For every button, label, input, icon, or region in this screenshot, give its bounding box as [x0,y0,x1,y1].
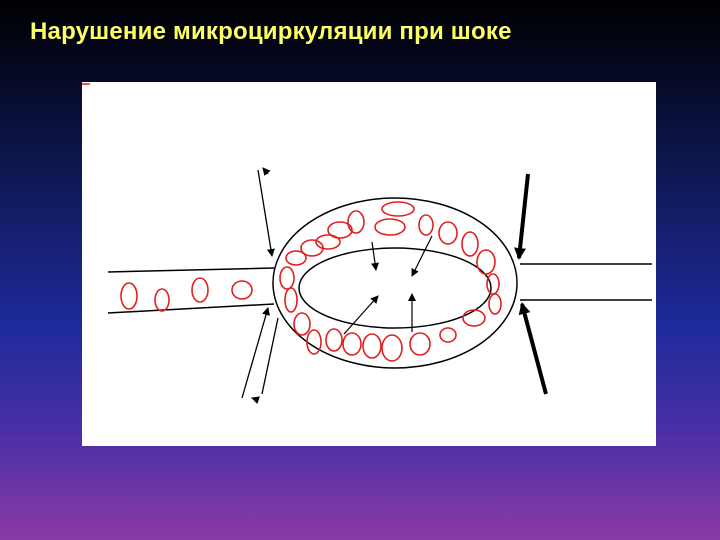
rbc-inflow-4 [231,280,253,300]
rbc-ring-top-10 [461,231,479,257]
rbc-inflow-3 [191,277,209,303]
rbc-ring-top-2 [374,218,406,236]
rbc-ring-left-4 [306,329,322,355]
diagram-panel [82,82,656,446]
rbc-ring-bottom-1 [325,328,343,352]
slide-title: Нарушение микроциркуляции при шоке [30,18,512,45]
rbc-inflow-1 [120,282,138,310]
microcirculation-diagram [82,83,652,405]
rbc-ring-top-5 [315,234,341,250]
rbc-ring-bottom-4 [381,334,403,362]
rbc-ring-bottom-6 [439,327,457,343]
rbc-ring-top-9 [438,221,458,245]
rbc-ring-left-2 [284,287,298,313]
rbc-ring-top-6 [300,239,324,257]
red-blood-cells [120,201,502,362]
outflow-vessel [520,263,652,301]
rbc-ring-bottom-2 [342,332,362,356]
rbc-ring-bottom-3 [362,333,382,359]
rbc-ring-bottom-5 [409,332,431,356]
inflow-vessel [107,267,275,314]
thick-arrows-right [514,173,548,395]
rbc-ring-top-8 [418,214,434,236]
rbc-ring-top-4 [327,221,353,239]
rbc-ring-left-1 [279,266,295,290]
thin-arrows-left [241,167,279,405]
rbc-ring-top-11 [476,249,496,275]
capillary-ring [272,197,518,369]
rbc-ring-top-7 [285,250,307,266]
rbc-ring-top-3 [347,210,365,234]
rbc-inflow-2 [154,288,170,312]
rbc-ring-top-12 [486,273,500,295]
thin-arrows-inner [343,235,433,335]
rbc-ring-left-3 [293,312,311,336]
rbc-ring-bottom-8 [488,293,502,315]
rbc-ring-bottom-7 [462,309,486,327]
rbc-ring-top-1 [381,201,415,217]
